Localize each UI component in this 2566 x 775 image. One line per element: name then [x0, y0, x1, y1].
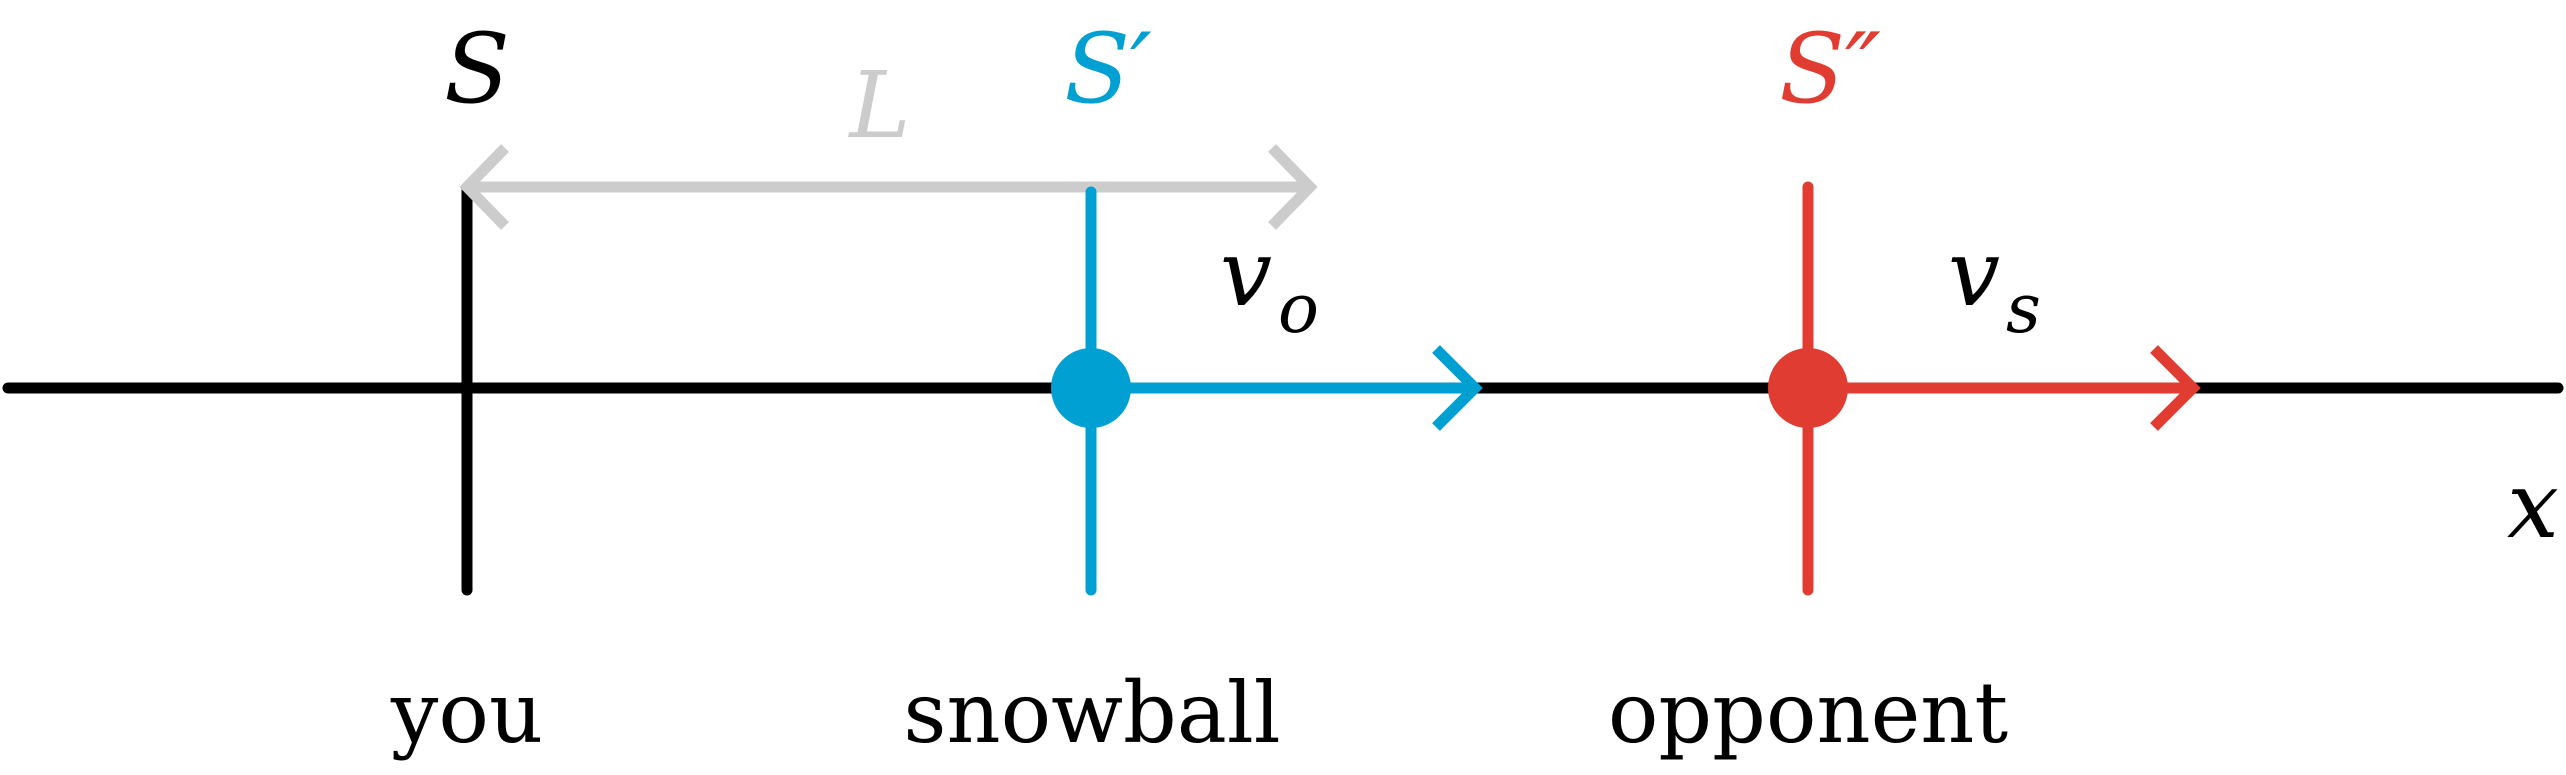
frame-s-label: S	[444, 13, 510, 125]
caption-opponent: opponent	[1608, 664, 2009, 762]
distance-l-label: L	[847, 52, 910, 159]
x-axis-label: x	[2507, 452, 2559, 559]
caption-snowball: snowball	[903, 664, 1280, 762]
opponent-dot	[1768, 348, 1848, 428]
velocity-vo-label: vo	[1220, 220, 1319, 349]
snowball-dot	[1051, 348, 1131, 428]
velocity-vs-arrow	[1808, 345, 2201, 431]
frame-s-double-prime-label: S″	[1779, 13, 1881, 125]
distance-l-arrow	[459, 144, 1318, 230]
velocity-vo-arrow	[1091, 345, 1483, 431]
caption-you: you	[390, 664, 543, 762]
frame-s-prime-label: S′	[1064, 13, 1152, 125]
velocity-vs-label: vs	[1948, 220, 2041, 349]
